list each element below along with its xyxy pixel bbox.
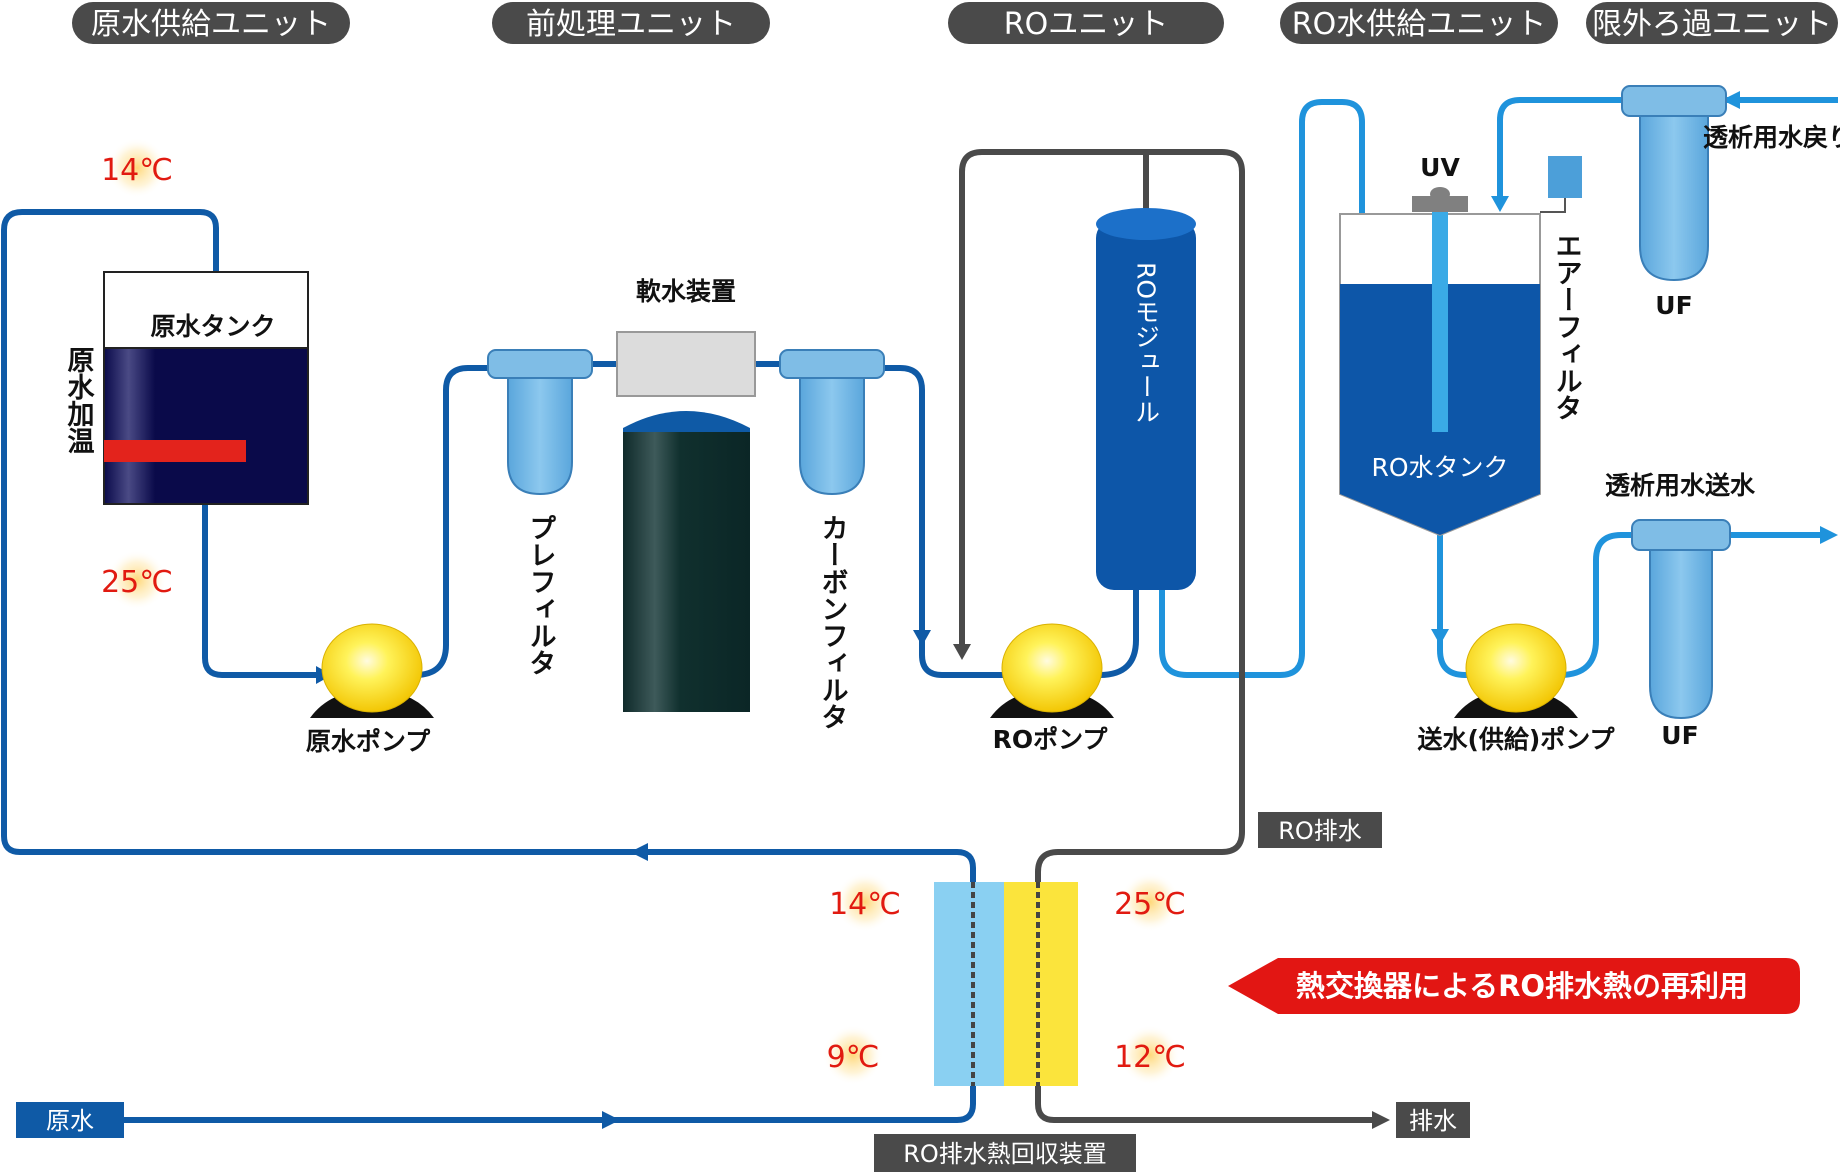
uv-lamp xyxy=(1432,212,1448,432)
raw-water-tank: 原水タンク xyxy=(103,271,309,505)
raw-water-heating-label: 原水加温 xyxy=(63,346,95,454)
tag-label: RO排水熱回収装置 xyxy=(903,1140,1107,1168)
ro-pump xyxy=(990,623,1114,718)
temp-label: 25℃ xyxy=(1114,887,1186,922)
heat-reuse-callout: 熱交換器によるRO排水熱の再利用 xyxy=(1228,958,1800,1014)
arrow-drain-down xyxy=(953,644,971,660)
air-filter-label: エアーフィルタ xyxy=(1551,232,1582,421)
temp-tank-out: 25℃ xyxy=(101,550,173,610)
supply-pump xyxy=(1454,623,1578,718)
pipe-recirculation xyxy=(1,209,976,1096)
pipe-raw-water-in xyxy=(120,1096,976,1123)
temp-label: 12℃ xyxy=(1114,1040,1186,1075)
pipe-carbon-to-ro-pump xyxy=(865,365,1010,678)
pipe-drain-out xyxy=(1035,1096,1378,1123)
ro-module-label: ROモジュール xyxy=(1132,262,1161,424)
temp-hx-hot-out: 12℃ xyxy=(1114,1025,1186,1085)
supply-pump-label: 送水(供給)ポンプ xyxy=(1417,725,1615,754)
water-softener-label: 軟水装置 xyxy=(636,277,736,306)
pipe-supply-out xyxy=(1559,532,1634,678)
callout-text: 熱交換器によるRO排水熱の再利用 xyxy=(1296,969,1748,1003)
temp-hx-cold-in: 9℃ xyxy=(823,1025,883,1085)
dialysis-return-label: 透析用水戻り xyxy=(1703,123,1840,152)
arrow-send-out xyxy=(1820,526,1838,544)
uf-bottom-label: UF xyxy=(1661,721,1698,750)
unit-label-text: 限外ろ過ユニット xyxy=(1592,7,1832,42)
tag-drain: 排水 xyxy=(1396,1102,1470,1138)
water-softener xyxy=(616,331,756,712)
pipe-permeate xyxy=(1159,99,1365,678)
raw-water-tank-label: 原水タンク xyxy=(150,312,275,341)
tag-label: 原水 xyxy=(46,1107,94,1135)
temp-label: 25℃ xyxy=(101,565,173,600)
unit-label-text: ROユニット xyxy=(1004,7,1168,42)
ro-pump-label: ROポンプ xyxy=(993,725,1109,754)
pipe-return-to-tank xyxy=(1497,97,1634,200)
temp-label: 14℃ xyxy=(101,153,173,188)
uf-filter-top xyxy=(1621,85,1727,282)
unit-label-text: 原水供給ユニット xyxy=(91,7,331,42)
prefilter-label: プレフィルタ xyxy=(525,514,556,676)
ro-module xyxy=(1096,152,1196,590)
pipe-ro-drain xyxy=(959,149,1149,650)
arrow-drain-out xyxy=(1372,1111,1390,1129)
unit-label-text: RO水供給ユニット xyxy=(1292,7,1546,42)
uf-top-label: UF xyxy=(1655,291,1692,320)
heat-exchanger xyxy=(934,882,1078,1086)
pipe-tank-to-pump xyxy=(202,505,330,678)
air-filter-box xyxy=(1548,156,1582,198)
arrow-recirculation xyxy=(630,843,648,861)
tag-heat-recovery: RO排水熱回収装置 xyxy=(874,1134,1136,1172)
unit-label-raw-water-supply: 原水供給ユニット xyxy=(72,2,350,44)
raw-water-pump xyxy=(310,623,434,718)
unit-label-ro: ROユニット xyxy=(948,2,1224,44)
temp-hx-cold-out: 14℃ xyxy=(829,872,901,932)
tag-ro-drain: RO排水 xyxy=(1258,812,1382,848)
tag-label: 排水 xyxy=(1409,1107,1457,1135)
raw-water-pump-label: 原水ポンプ xyxy=(306,727,431,756)
carbon-filter xyxy=(779,349,885,496)
temp-tank-in: 14℃ xyxy=(101,138,173,198)
pipe-ro-pump-to-module xyxy=(1099,590,1139,678)
unit-label-ro-water-supply: RO水供給ユニット xyxy=(1280,2,1558,44)
unit-label-pretreatment: 前処理ユニット xyxy=(492,2,770,44)
tag-raw-water: 原水 xyxy=(16,1102,124,1138)
heater-bar xyxy=(104,440,246,462)
prefilter xyxy=(487,349,593,496)
ro-water-tank-label: RO水タンク xyxy=(1371,453,1508,482)
arrow-raw-water-1 xyxy=(602,1111,620,1129)
tag-label: RO排水 xyxy=(1278,817,1362,845)
unit-label-ultrafiltration: 限外ろ過ユニット xyxy=(1586,2,1838,44)
temp-label: 9℃ xyxy=(827,1040,880,1075)
arrow-to-supply-pump xyxy=(1431,629,1449,645)
uv-label: UV xyxy=(1420,153,1460,182)
dialysis-send-label: 透析用水送水 xyxy=(1605,471,1756,500)
pipe-ro-drain-right xyxy=(1035,149,1245,1096)
unit-label-text: 前処理ユニット xyxy=(526,7,736,42)
arrow-return-tank xyxy=(1491,196,1509,212)
pipe-ro-tank-to-pump xyxy=(1437,535,1475,678)
carbon-filter-label: カーボンフィルタ xyxy=(817,514,848,730)
temp-hx-hot-in: 25℃ xyxy=(1114,872,1186,932)
pipe-pump-to-prefilter xyxy=(414,365,500,678)
temp-label: 14℃ xyxy=(829,887,901,922)
arrow-return-in xyxy=(1722,91,1740,109)
ro-water-tank xyxy=(1339,156,1582,537)
arrow-carbon-down xyxy=(913,630,931,646)
uf-filter-bottom xyxy=(1631,519,1731,720)
